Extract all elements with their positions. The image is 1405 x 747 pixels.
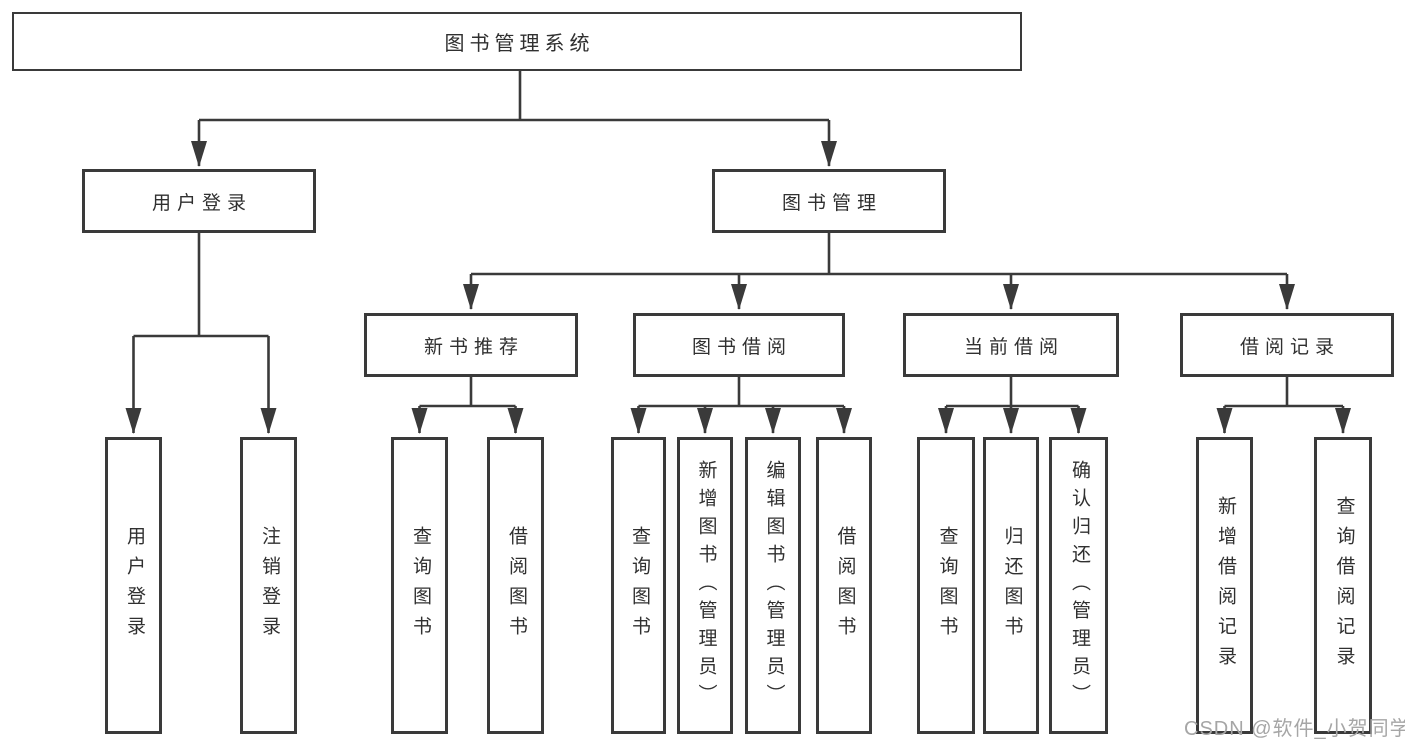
node-leaf-query-book-borrow-label: 查询图书 [628,525,650,646]
node-leaf-confirm-return: 确认归还（管理员） [1049,437,1108,734]
node-leaf-user-login-label: 用户登录 [123,525,145,646]
node-leaf-add-borrow-record-label: 新增借阅记录 [1214,495,1236,676]
node-leaf-add-borrow-record: 新增借阅记录 [1196,437,1253,734]
node-leaf-query-book-recommend-label: 查询图书 [409,525,431,646]
node-leaf-query-book-current: 查询图书 [917,437,975,734]
node-leaf-add-book-label: 新增图书（管理员） [695,459,717,712]
node-book-borrow: 图书借阅 [633,313,845,377]
node-leaf-query-borrow-record: 查询借阅记录 [1314,437,1372,734]
node-book-management-label: 图书管理 [781,192,882,214]
node-leaf-return-book-label: 归还图书 [1001,525,1023,646]
node-leaf-query-book-borrow: 查询图书 [611,437,666,734]
node-leaf-borrow-book-label: 借阅图书 [834,525,856,646]
node-leaf-query-borrow-record-label: 查询借阅记录 [1333,495,1355,676]
node-leaf-add-book: 新增图书（管理员） [677,437,733,734]
node-leaf-borrow-book-recommend: 借阅图书 [487,437,544,734]
node-leaf-query-book-current-label: 查询图书 [936,525,958,646]
node-leaf-user-login: 用户登录 [105,437,162,734]
node-new-book-recommend: 新书推荐 [364,313,578,377]
node-borrow-records: 借阅记录 [1180,313,1394,377]
node-leaf-return-book: 归还图书 [983,437,1039,734]
node-leaf-borrow-book: 借阅图书 [816,437,872,734]
node-leaf-edit-book: 编辑图书（管理员） [745,437,801,734]
node-leaf-query-book-recommend: 查询图书 [391,437,448,734]
node-book-management: 图书管理 [712,169,946,233]
node-leaf-logout: 注销登录 [240,437,297,734]
node-new-book-recommend-label: 新书推荐 [423,336,524,358]
node-current-borrow-label: 当前借阅 [963,336,1064,358]
node-leaf-logout-label: 注销登录 [258,525,280,646]
node-leaf-edit-book-label: 编辑图书（管理员） [763,459,785,712]
node-book-borrow-label: 图书借阅 [691,336,792,358]
node-leaf-confirm-return-label: 确认归还（管理员） [1068,459,1090,712]
node-leaf-borrow-book-recommend-label: 借阅图书 [505,525,527,646]
node-borrow-records-label: 借阅记录 [1239,336,1340,358]
node-user-login: 用户登录 [82,169,316,233]
node-current-borrow: 当前借阅 [903,313,1119,377]
node-root-label: 图书管理系统 [444,33,595,55]
node-user-login-label: 用户登录 [151,192,252,214]
node-root: 图书管理系统 [12,12,1022,71]
